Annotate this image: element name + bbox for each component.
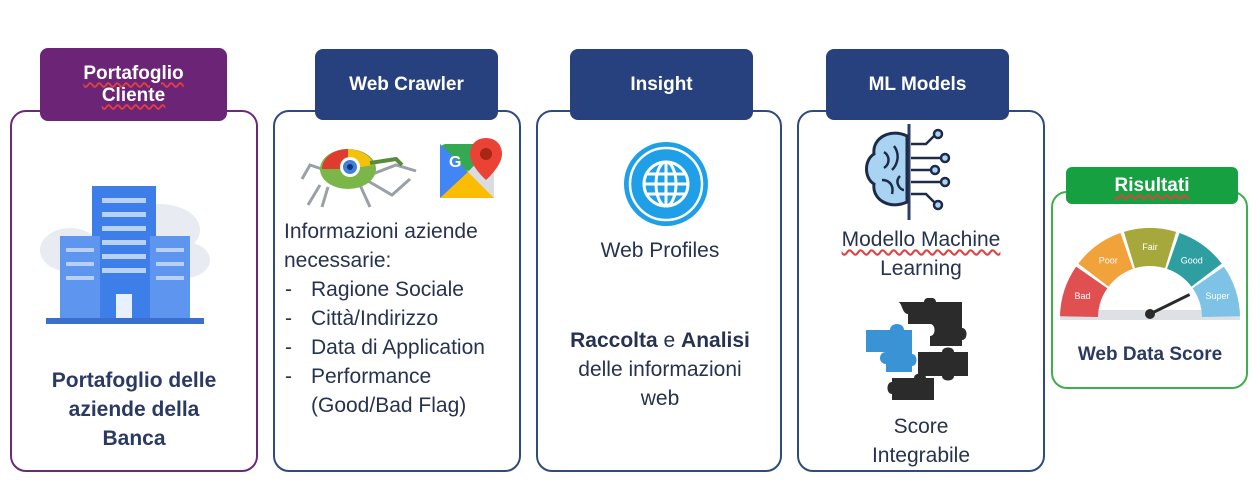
list-item: Città/Indirizzo	[284, 304, 520, 333]
portafoglio-tab: Portafoglio Cliente	[40, 48, 227, 121]
web-data-score-label: Web Data Score	[1055, 340, 1245, 369]
ml-model-label: Modello Machine Learning	[801, 225, 1041, 283]
list-item: Ragione Sociale	[284, 275, 520, 304]
spider-robot-icon	[300, 135, 418, 209]
gauge-label: Super	[1206, 291, 1230, 301]
web-profiles-label: Web Profiles	[540, 236, 780, 265]
list-item-extra: (Good/Bad Flag)	[284, 391, 520, 420]
list-item: Performance	[284, 362, 520, 391]
insight-tab: Insight	[570, 49, 753, 120]
gauge-label: Good	[1181, 256, 1203, 266]
brain-circuit-icon	[860, 124, 960, 220]
gauge-hub	[1145, 309, 1155, 319]
gauge-label: Bad	[1074, 291, 1090, 301]
gauge-label: Poor	[1099, 256, 1118, 266]
web-crawler-details: Informazioni aziende necessarie: Ragione…	[284, 217, 520, 420]
puzzle-icon	[862, 298, 970, 402]
gauge-label: Fair	[1142, 242, 1158, 252]
risultati-tab: Risultati	[1066, 167, 1238, 204]
ml-models-tab: ML Models	[826, 49, 1009, 120]
list-item: Data di Application	[284, 333, 520, 362]
office-building-icon	[40, 180, 210, 330]
svg-text:G: G	[449, 154, 461, 171]
insight-description: Raccolta e Analisi delle informazioni we…	[540, 326, 780, 413]
google-maps-icon: G	[438, 136, 502, 200]
portafoglio-description: Portafoglio delle aziende della Banca	[14, 366, 254, 453]
globe-icon	[622, 140, 710, 228]
score-label: Score Integrabile	[801, 412, 1041, 470]
web-crawler-tab: Web Crawler	[315, 49, 498, 120]
